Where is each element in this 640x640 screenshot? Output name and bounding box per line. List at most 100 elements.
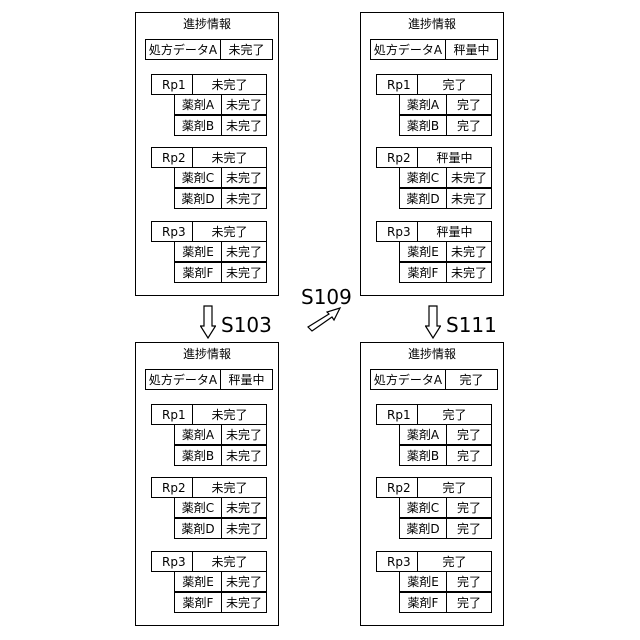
prescription-data-name: 処方データA	[146, 370, 220, 389]
drug-status: 未完了	[221, 168, 266, 187]
prescription-data-status: 完了	[445, 370, 497, 389]
drug-row: 薬剤F完了	[399, 592, 492, 613]
progress-panel-top-right: 進捗情報 処方データA 秤量中 Rp1完了薬剤A完了薬剤B完了Rp2秤量中薬剤C…	[360, 12, 504, 296]
drug-row: 薬剤C未完了	[174, 168, 267, 188]
drug-row: 薬剤D未完了	[174, 518, 267, 539]
step-label-s109: S109	[301, 286, 352, 308]
rp-name: Rp1	[377, 405, 417, 424]
drug-name: 薬剤F	[175, 263, 221, 282]
progress-panel-top-left: 進捗情報 処方データA 未完了 Rp1未完了薬剤A未完了薬剤B未完了Rp2未完了…	[135, 12, 279, 296]
rp-status: 未完了	[192, 148, 266, 167]
drug-status: 完了	[446, 425, 491, 444]
drug-status: 未完了	[221, 189, 266, 208]
prescription-data-row: 処方データA 未完了	[145, 39, 273, 60]
drug-row: 薬剤E未完了	[399, 242, 492, 262]
drug-row: 薬剤F未完了	[174, 262, 267, 283]
drug-name: 薬剤C	[400, 168, 446, 187]
drug-row: 薬剤F未完了	[399, 262, 492, 283]
drug-row: 薬剤B未完了	[174, 115, 267, 136]
progress-panel-bottom-right: 進捗情報 処方データA 完了 Rp1完了薬剤A完了薬剤B完了Rp2完了薬剤C完了…	[360, 342, 504, 626]
drug-status: 未完了	[221, 116, 266, 135]
drug-status: 完了	[446, 446, 491, 465]
arrow-down-s111	[425, 305, 441, 339]
rp-row: Rp3完了	[376, 551, 492, 572]
drug-status: 未完了	[221, 263, 266, 282]
rp-status: 完了	[417, 478, 491, 497]
rp-name: Rp1	[152, 405, 192, 424]
drug-status: 完了	[446, 519, 491, 538]
drug-name: 薬剤E	[175, 572, 221, 591]
rp-row: Rp1未完了	[151, 404, 267, 425]
rp-name: Rp2	[377, 148, 417, 167]
rp-status: 未完了	[192, 222, 266, 241]
drug-status: 未完了	[221, 519, 266, 538]
drug-status: 完了	[446, 498, 491, 517]
panel-title: 進捗情報	[361, 347, 503, 361]
prescription-data-status: 秤量中	[220, 370, 272, 389]
rp-status: 完了	[417, 552, 491, 571]
progress-panel-bottom-left: 進捗情報 処方データA 秤量中 Rp1未完了薬剤A未完了薬剤B未完了Rp2未完了…	[135, 342, 279, 626]
rp-name: Rp2	[152, 478, 192, 497]
drug-name: 薬剤A	[400, 425, 446, 444]
rp-status: 未完了	[192, 478, 266, 497]
rp-status: 秤量中	[417, 148, 491, 167]
rp-row: Rp3秤量中	[376, 221, 492, 242]
rp-row: Rp1完了	[376, 74, 492, 95]
drug-row: 薬剤A未完了	[174, 95, 267, 115]
rp-row: Rp2秤量中	[376, 147, 492, 168]
rp-row: Rp2未完了	[151, 147, 267, 168]
step-label-s111: S111	[446, 314, 497, 336]
drug-status: 未完了	[446, 168, 491, 187]
rp-row: Rp1未完了	[151, 74, 267, 95]
rp-name: Rp3	[152, 222, 192, 241]
drug-status: 未完了	[221, 446, 266, 465]
drug-row: 薬剤A完了	[399, 95, 492, 115]
prescription-data-status: 秤量中	[445, 40, 497, 59]
drug-name: 薬剤D	[400, 189, 446, 208]
drug-name: 薬剤A	[400, 95, 446, 114]
drug-name: 薬剤D	[175, 189, 221, 208]
rp-row: Rp1完了	[376, 404, 492, 425]
drug-name: 薬剤F	[400, 593, 446, 612]
drug-status: 未完了	[446, 189, 491, 208]
rp-row: Rp2完了	[376, 477, 492, 498]
drug-row: 薬剤E未完了	[174, 242, 267, 262]
rp-name: Rp3	[152, 552, 192, 571]
drug-row: 薬剤D完了	[399, 518, 492, 539]
drug-name: 薬剤B	[175, 116, 221, 135]
rp-name: Rp3	[377, 222, 417, 241]
drug-name: 薬剤B	[400, 446, 446, 465]
drug-status: 未完了	[221, 425, 266, 444]
drug-row: 薬剤A完了	[399, 425, 492, 445]
drug-row: 薬剤E未完了	[174, 572, 267, 592]
prescription-data-row: 処方データA 秤量中	[370, 39, 498, 60]
drug-status: 完了	[446, 593, 491, 612]
panel-title: 進捗情報	[136, 17, 278, 31]
rp-row: Rp2未完了	[151, 477, 267, 498]
prescription-data-row: 処方データA 秤量中	[145, 369, 273, 390]
rp-status: 未完了	[192, 552, 266, 571]
rp-name: Rp2	[377, 478, 417, 497]
panel-title: 進捗情報	[136, 347, 278, 361]
rp-row: Rp3未完了	[151, 221, 267, 242]
rp-status: 未完了	[192, 405, 266, 424]
rp-status: 秤量中	[417, 222, 491, 241]
drug-status: 完了	[446, 116, 491, 135]
arrow-diagonal-s109	[306, 306, 342, 332]
drug-name: 薬剤F	[400, 263, 446, 282]
drug-row: 薬剤A未完了	[174, 425, 267, 445]
drug-row: 薬剤C未完了	[174, 498, 267, 518]
drug-status: 完了	[446, 95, 491, 114]
drug-status: 未完了	[221, 95, 266, 114]
drug-status: 未完了	[446, 263, 491, 282]
drug-row: 薬剤E完了	[399, 572, 492, 592]
drug-name: 薬剤A	[175, 425, 221, 444]
prescription-data-name: 処方データA	[371, 40, 445, 59]
rp-name: Rp2	[152, 148, 192, 167]
rp-row: Rp3未完了	[151, 551, 267, 572]
panel-title: 進捗情報	[361, 17, 503, 31]
drug-row: 薬剤C完了	[399, 498, 492, 518]
arrow-down-s103	[200, 305, 216, 339]
drug-status: 未完了	[446, 242, 491, 261]
prescription-data-row: 処方データA 完了	[370, 369, 498, 390]
